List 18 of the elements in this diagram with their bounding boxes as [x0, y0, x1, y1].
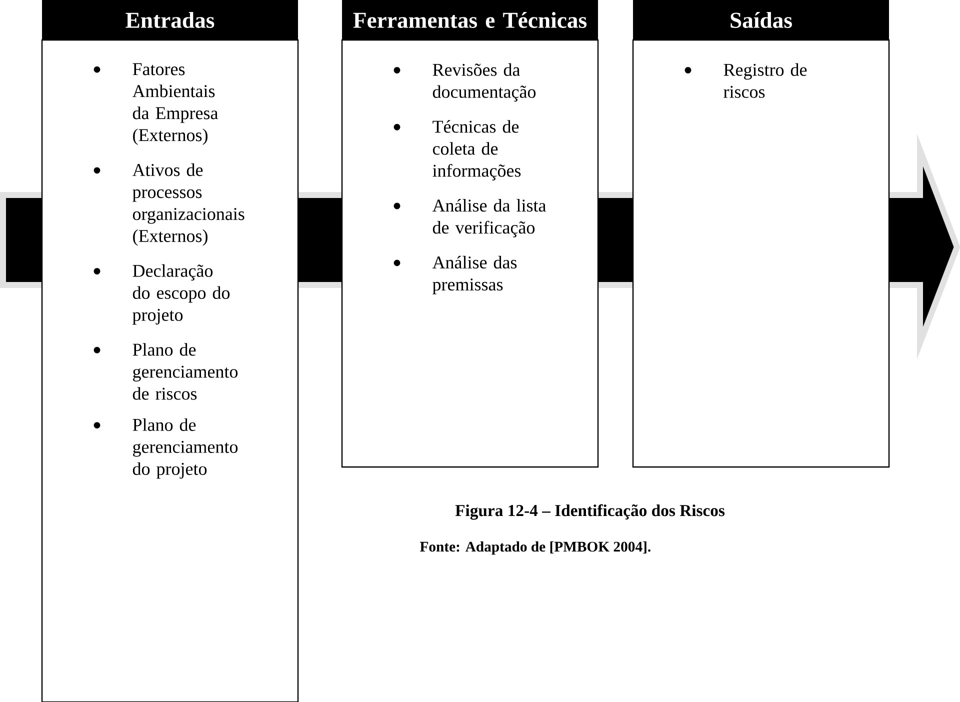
list-item: Técnicas de coleta de informações — [432, 120, 521, 180]
column-box — [41, 39, 299, 702]
column-header: Entradas — [42, 0, 298, 40]
source-note: Fonte: Adaptado de [PMBOK 2004]. — [420, 541, 650, 555]
figure-caption: Figura 12-4 – Identificação dos Riscos — [455, 504, 725, 520]
list-item: Plano de gerenciamento do projeto — [132, 418, 238, 479]
column-box — [341, 39, 599, 468]
list-item: Plano de gerenciamento de riscos — [132, 343, 238, 400]
list-item: Registro de riscos — [724, 63, 807, 98]
list-item: Análise das premissas — [432, 256, 517, 294]
column-header: Ferramentas e Técnicas — [342, 0, 598, 40]
list-item: Ativos de processos organizacionais (Externos) — [132, 163, 244, 246]
column-header: Saídas — [633, 0, 889, 40]
list-item: Fatores Ambientais da Empresa (Externos) — [132, 63, 218, 145]
list-item: Declaração do escopo do projeto — [132, 264, 230, 325]
column-box — [632, 39, 890, 468]
list-item: Revisões da documentação — [432, 63, 536, 102]
list-item: Análise da lista de verificação — [432, 199, 546, 238]
